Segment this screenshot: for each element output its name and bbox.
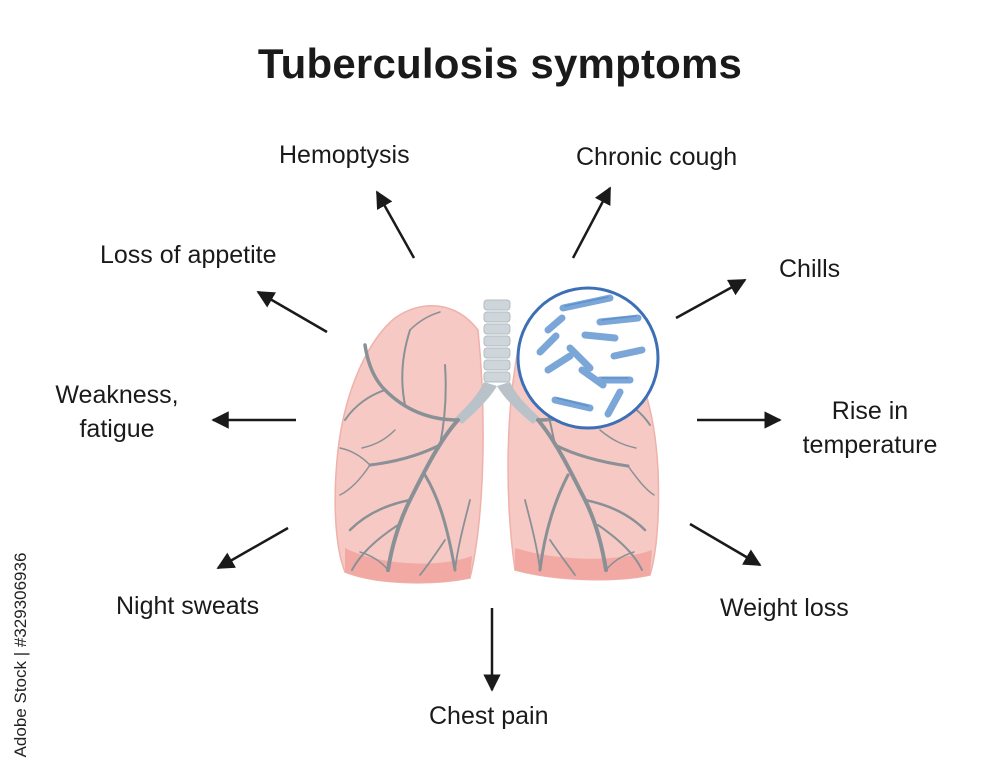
arrow-icon (375, 190, 416, 259)
bacteria-magnifier-icon (516, 286, 660, 430)
arrow-icon (571, 186, 612, 259)
arrows (211, 186, 782, 692)
arrow-icon (675, 278, 747, 320)
symptom-weight-loss: Weight loss (720, 594, 849, 622)
symptom-chronic-cough: Chronic cough (576, 143, 738, 171)
arrow-icon (256, 290, 328, 334)
stock-watermark-label: Adobe Stock | #329306936 (6, 540, 36, 770)
stock-id-text: Adobe Stock | #329306936 (11, 552, 30, 758)
symptom-temperature-line-2: temperature (802, 431, 938, 459)
diagram-title: Tuberculosis symptoms (257, 40, 743, 87)
symptom-loss-of-appetite: Loss of appetite (100, 241, 277, 269)
symptom-chest-pain: Chest pain (429, 702, 549, 730)
symptom-rise-in-temperature: Rise in temperature (790, 394, 950, 462)
arrow-icon (216, 526, 289, 570)
symptom-temperature-line-1: Rise in (831, 397, 909, 425)
symptom-weakness-fatigue: Weakness, fatigue (52, 378, 182, 446)
symptom-weakness-line-1: Weakness, (55, 381, 179, 409)
symptom-night-sweats: Night sweats (116, 592, 260, 620)
arrow-icon (689, 522, 762, 567)
symptom-hemoptysis: Hemoptysis (279, 141, 410, 169)
symptom-chills: Chills (779, 255, 841, 283)
symptom-weakness-line-2: fatigue (79, 415, 155, 443)
